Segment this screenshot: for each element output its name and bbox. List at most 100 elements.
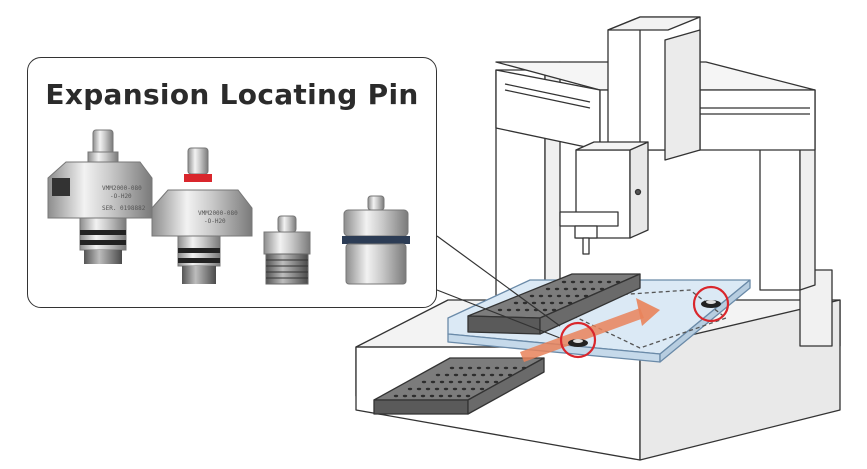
pallet-hole [447,394,453,398]
highlight-circle [559,321,597,359]
pallet-hole [506,308,512,312]
pallet-hole [420,394,426,398]
callout-box: Expansion Locating Pin [27,57,437,308]
pallet-hole [494,366,500,370]
pallet-hole [439,380,445,384]
pallet-hole [462,373,468,377]
highlight-circle [692,285,730,323]
pallet-hole [572,287,578,291]
pallet-hole [549,301,555,305]
pallet-hole [579,280,585,284]
pallet-hole [457,380,463,384]
pallet-hole [606,280,612,284]
pallet-hole [540,301,546,305]
pins-photo: VMM2000-080 -O-H20 SER. 0198882 VMM2000-… [47,129,410,285]
pallet-hole [556,294,562,298]
pin-label: -O-H20 [110,193,132,200]
pallet-hole [476,366,482,370]
pallet-hole [554,287,560,291]
pallet-hole [545,287,551,291]
pallet-hole [402,394,408,398]
pallet-hole [452,387,458,391]
pallet-hole [561,280,567,284]
pallet-hole [434,387,440,391]
callout-leader-line [436,235,561,327]
pallet-hole [567,301,573,305]
pallet-hole [470,387,476,391]
callout-title: Expansion Locating Pin [45,78,419,111]
pallet-hole [448,380,454,384]
right-support [799,269,833,347]
pallet-hole [466,380,472,384]
pin-label: SER. 0198882 [102,205,146,212]
spindle-head [559,141,649,255]
pin-large-flange: VMM2000-080 -O-H20 SER. 0198882 [47,129,153,264]
pallet-hole [456,394,462,398]
pallet-hole [513,301,519,305]
pallet-hole [521,366,527,370]
pallet-hole [449,366,455,370]
pallet-hole [512,366,518,370]
pallet-hole [558,301,564,305]
pallet-hole [590,287,596,291]
pin-small-threaded [263,215,311,285]
pallet-hole [465,394,471,398]
pallet-hole [547,294,553,298]
pin-label: VMM2000-080 [102,185,142,192]
pin-label: -O-H20 [204,218,226,225]
pallet-hole [393,394,399,398]
pin-label: VMM2000-080 [198,210,238,217]
pallet-hole [429,394,435,398]
pallet-hole [507,373,513,377]
locating-pin-marker [701,300,721,308]
pallet-hole [542,308,548,312]
pallet-hole [581,287,587,291]
pallet-hole [407,387,413,391]
pallet-hole [538,294,544,298]
pallet-hole [489,373,495,377]
pallet-holes [393,366,527,398]
pallet-hole [522,301,528,305]
pallet-hole [471,373,477,377]
pallet-hole [529,294,535,298]
pallet-hole [493,380,499,384]
pin-bushing [342,195,410,285]
pallet-hole [524,308,530,312]
pallet-hole [453,373,459,377]
pallet-hole [599,287,605,291]
callout-leader-line [436,289,561,339]
pallet-hole [574,294,580,298]
pallet-hole [583,294,589,298]
spindle-column [607,16,701,161]
pallet-hole [421,380,427,384]
pallet-hole [597,280,603,284]
pallet-hole [531,301,537,305]
pallet-hole [425,387,431,391]
pallet-hole [588,280,594,284]
pallet-hole [498,373,504,377]
flow-arrow [520,298,660,362]
pallet-hole [430,380,436,384]
pallet-hole [411,394,417,398]
pallet-hole [461,387,467,391]
pallet-hole [563,287,569,291]
pin-red-ring: VMM2000-080 -O-H20 [151,147,253,284]
pallet-hole [515,308,521,312]
pallet-hole [551,308,557,312]
pallet-hole [467,366,473,370]
pallet-hole [435,373,441,377]
pallet-hole [497,308,503,312]
pallet-hole [443,387,449,391]
locating-pin-marker [568,339,588,347]
pallet-holes [497,280,621,312]
pallet-hole [503,366,509,370]
pallet-hole [479,387,485,391]
pallet-hole [565,294,571,298]
pallet-hole [438,394,444,398]
pallet-hole [484,380,490,384]
pallet-front [373,357,545,415]
pallet-hole [480,373,486,377]
pallet-hole [570,280,576,284]
